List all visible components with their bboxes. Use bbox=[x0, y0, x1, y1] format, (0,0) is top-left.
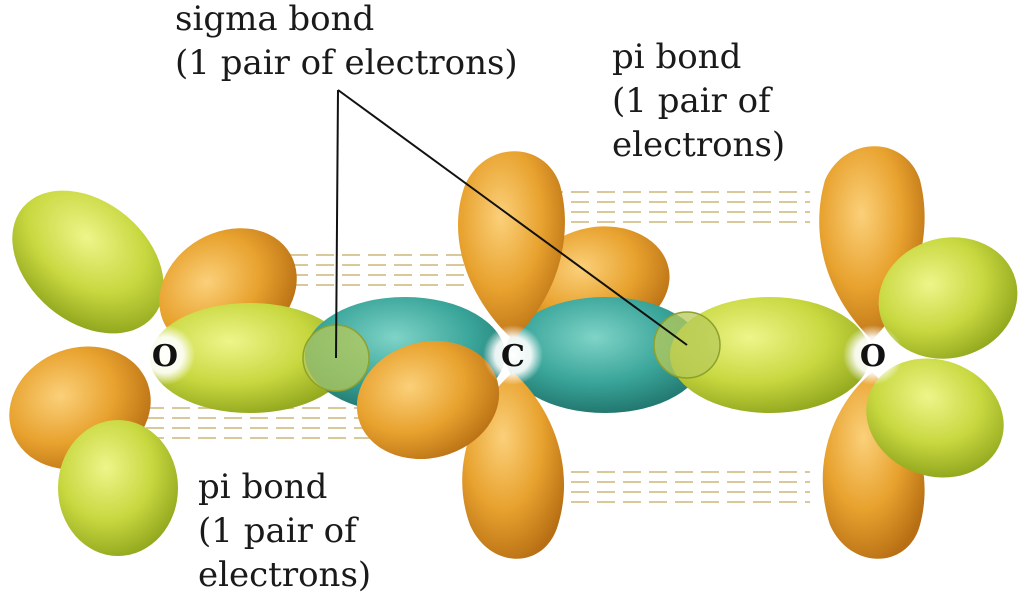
right-o-lower-right-lobe bbox=[866, 358, 1004, 478]
right-o-sigma-lobe bbox=[670, 297, 870, 413]
right-o-upper-right-lobe bbox=[878, 237, 1018, 359]
atom-nuclei: O C O bbox=[135, 325, 903, 385]
left-oxygen-label: O bbox=[152, 339, 178, 374]
right-oxygen-label: O bbox=[860, 339, 886, 374]
pi-bottom-label-line2: (1 pair of bbox=[198, 511, 359, 551]
left-o-sigma-lobe bbox=[150, 303, 350, 413]
carbon-label: C bbox=[501, 339, 525, 374]
pi-bond-bottom-label: pi bond (1 pair of electrons) bbox=[198, 467, 371, 595]
pi-overlap-dashes bbox=[120, 191, 810, 503]
pi-bond-top-label: pi bond (1 pair of electrons) bbox=[612, 37, 785, 165]
left-o-bottom-lobe bbox=[58, 420, 178, 556]
right-oxygen-orbitals bbox=[819, 146, 1018, 559]
left-o-upper-left-lobe bbox=[12, 190, 164, 334]
left-oxygen-orbitals bbox=[9, 190, 297, 556]
right-sigma-overlap bbox=[505, 297, 705, 413]
pi-bottom-label-line3: electrons) bbox=[198, 555, 371, 595]
pi-top-label-line2: (1 pair of bbox=[612, 81, 773, 121]
sigma-label-line2: (1 pair of electrons) bbox=[175, 43, 518, 83]
pi-bottom-label-line1: pi bond bbox=[198, 467, 327, 507]
carbon-lower-left-lobe bbox=[356, 340, 500, 460]
pi-top-label-line3: electrons) bbox=[612, 125, 785, 165]
sigma-pointer-lines bbox=[335, 89, 688, 359]
sigma-bond-label: sigma bond (1 pair of electrons) bbox=[175, 0, 518, 83]
sigma-label-line1: sigma bond bbox=[175, 0, 374, 39]
pi-top-label-line1: pi bond bbox=[612, 37, 741, 77]
